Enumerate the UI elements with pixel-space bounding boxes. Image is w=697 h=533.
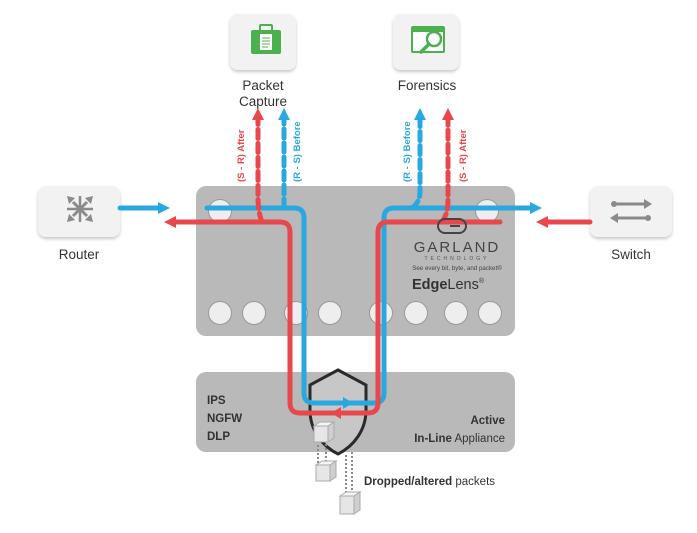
arrowheads — [158, 108, 548, 419]
label-right-after: (S - R) After — [458, 129, 469, 182]
tool-ngfw: NGFW — [207, 413, 242, 425]
brand-name: GARLAND — [414, 239, 501, 256]
label-left-after: (S - R) After — [236, 129, 247, 182]
packet-icon — [314, 460, 338, 482]
tap-left-after — [255, 115, 265, 225]
appliance-line2: In-Line Appliance — [414, 433, 505, 445]
device-ports — [208, 199, 502, 325]
dropped-packets-label: Dropped/altered packets — [364, 476, 495, 488]
label-right-before: (R - S) Before — [402, 121, 413, 182]
tool-ips: IPS — [207, 395, 226, 407]
packet-icon — [312, 421, 336, 443]
brand-sub: TECHNOLOGY — [424, 256, 489, 262]
switch-node: Switch — [590, 186, 672, 262]
router-node: Router — [38, 186, 120, 262]
port-top-left — [208, 199, 232, 223]
magnifier-window-icon — [411, 26, 445, 54]
forensics-node: Forensics — [393, 14, 459, 93]
brand-tagline: See every bit, byte, and packet® — [412, 265, 502, 272]
label-left-before: (R - S) Before — [292, 121, 303, 182]
tap-right-before — [409, 115, 423, 211]
router-icon — [67, 196, 93, 222]
garland-logo: GARLAND TECHNOLOGY See every bit, byte, … — [412, 218, 502, 272]
router-label: Router — [59, 247, 100, 262]
packet-capture-label-2: Capture — [239, 94, 287, 109]
appliance-line1: Active — [470, 415, 505, 427]
packet-capture-label-1: Packet — [242, 78, 284, 93]
product-name: EdgeLens® — [412, 277, 485, 293]
switch-label: Switch — [611, 247, 651, 262]
port-top-right — [475, 199, 499, 223]
packet-icon — [338, 491, 362, 515]
forensics-label: Forensics — [398, 78, 457, 93]
garland-emblem-icon — [437, 218, 467, 234]
dropped-packets — [312, 421, 362, 515]
briefcase-icon — [251, 24, 281, 54]
packet-capture-node: Packet Capture — [230, 14, 296, 109]
switch-icon — [610, 199, 652, 223]
tool-dlp: DLP — [207, 431, 230, 443]
